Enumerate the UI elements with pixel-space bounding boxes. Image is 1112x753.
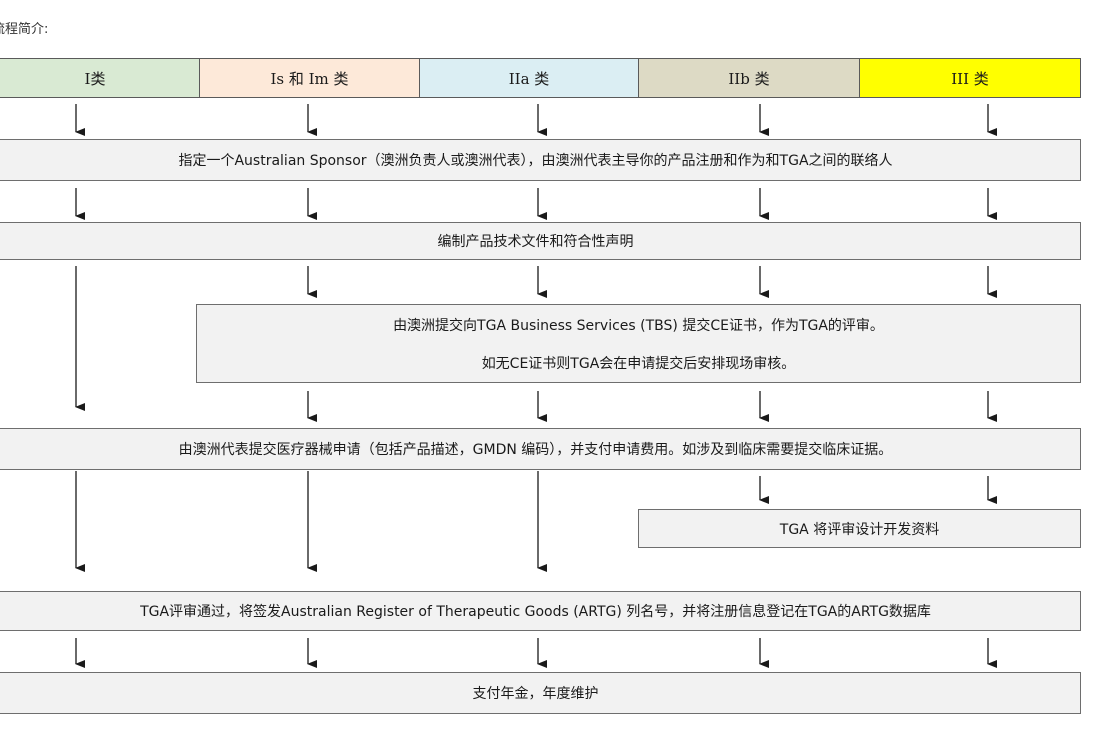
step-annual-fee: 支付年金，年度维护	[0, 672, 1081, 714]
category-class-iia: IIa 类	[419, 58, 639, 98]
tbs-line-2: 如无CE证书则TGA会在申请提交后安排现场审核。	[481, 355, 796, 372]
step-artg-listing: TGA评审通过，将签发Australian Register of Therap…	[0, 591, 1081, 631]
category-class-iib: IIb 类	[638, 58, 860, 98]
category-class-is-im: Is 和 Im 类	[199, 58, 420, 98]
intro-label: 流程简介:	[0, 22, 49, 37]
step-tbs-submission: 由澳洲提交向TGA Business Services (TBS) 提交CE证书…	[196, 304, 1081, 383]
step-tga-design-review: TGA 将评审设计开发资料	[638, 509, 1081, 548]
category-class-i: I类	[0, 58, 200, 98]
category-class-iii: III 类	[859, 58, 1081, 98]
step-appoint-sponsor: 指定一个Australian Sponsor（澳洲负责人或澳洲代表），由澳洲代表…	[0, 139, 1081, 181]
step-device-application: 由澳洲代表提交医疗器械申请（包括产品描述，GMDN 编码），并支付申请费用。如涉…	[0, 428, 1081, 470]
step-technical-file: 编制产品技术文件和符合性声明	[0, 222, 1081, 260]
tbs-line-1: 由澳洲提交向TGA Business Services (TBS) 提交CE证书…	[393, 317, 884, 334]
